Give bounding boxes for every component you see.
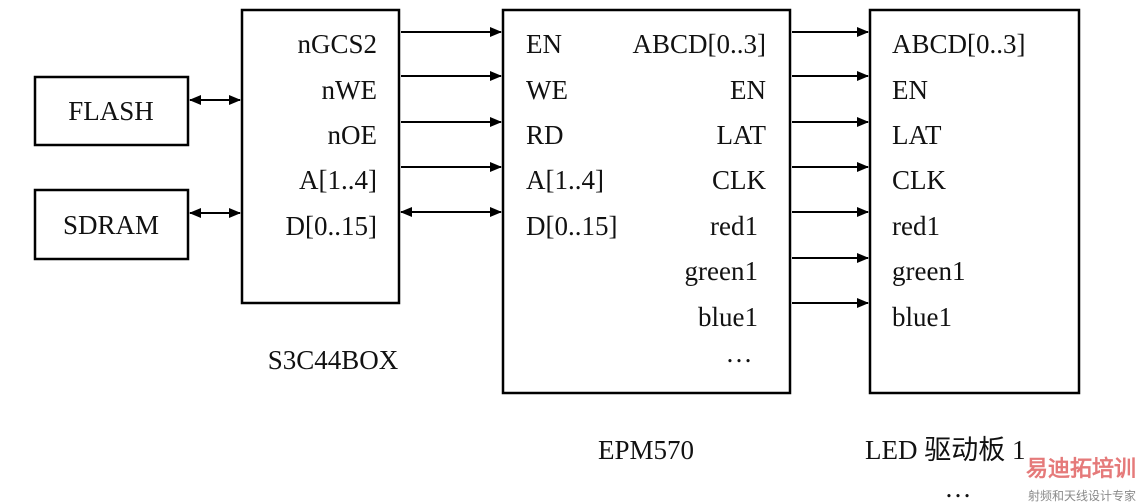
- sdram-block: [33, 188, 190, 261]
- cpu-block: [240, 8, 401, 305]
- cpld-out-abcd: ABCD[0..3]: [633, 29, 767, 59]
- more-boards-ellipsis: …: [945, 473, 972, 503]
- led-pin-abcd: ABCD[0..3]: [892, 29, 1026, 59]
- cpld-in-rd: RD: [526, 120, 564, 150]
- cpld-out-lat: LAT: [717, 120, 767, 150]
- cpld-in-data: D[0..15]: [526, 211, 617, 241]
- watermark-title: 易迪拓培训: [1026, 456, 1136, 482]
- cpu-pin-data: D[0..15]: [286, 211, 377, 241]
- led-pin-lat: LAT: [892, 120, 942, 150]
- cpld-out-en: EN: [730, 75, 766, 105]
- cpld-in-we: WE: [526, 75, 568, 105]
- cpld-in-address: A[1..4]: [526, 165, 604, 195]
- cpld-out-more: …: [726, 338, 753, 368]
- flash-block: [33, 75, 190, 147]
- led-pin-red1: red1: [892, 211, 940, 241]
- led-pin-en: EN: [892, 75, 928, 105]
- cpld-caption: EPM570: [598, 435, 694, 465]
- watermark-subtitle: 射频和天线设计专家: [1028, 488, 1136, 503]
- cpld-in-en: EN: [526, 29, 562, 59]
- cpld-out-green1: green1: [685, 256, 758, 286]
- cpld-out-clk: CLK: [712, 165, 767, 195]
- cpu-caption: S3C44BOX: [268, 345, 399, 375]
- cpld-out-red1: red1: [710, 211, 758, 241]
- led-pin-green1: green1: [892, 256, 965, 286]
- cpu-pin-nwe: nWE: [322, 75, 377, 105]
- led-pin-clk: CLK: [892, 165, 947, 195]
- cpld-block: [501, 8, 792, 395]
- led-pin-blue1: blue1: [892, 302, 952, 332]
- cpu-pin-ngcs2: nGCS2: [297, 29, 377, 59]
- led-board-block: [868, 8, 1081, 395]
- flash-label: FLASH: [68, 96, 154, 126]
- led-caption: LED 驱动板 1: [865, 435, 1025, 465]
- cpu-pin-noe: nOE: [328, 120, 378, 150]
- cpu-pin-address: A[1..4]: [299, 165, 377, 195]
- cpld-out-blue1: blue1: [698, 302, 758, 332]
- sdram-label: SDRAM: [63, 210, 159, 240]
